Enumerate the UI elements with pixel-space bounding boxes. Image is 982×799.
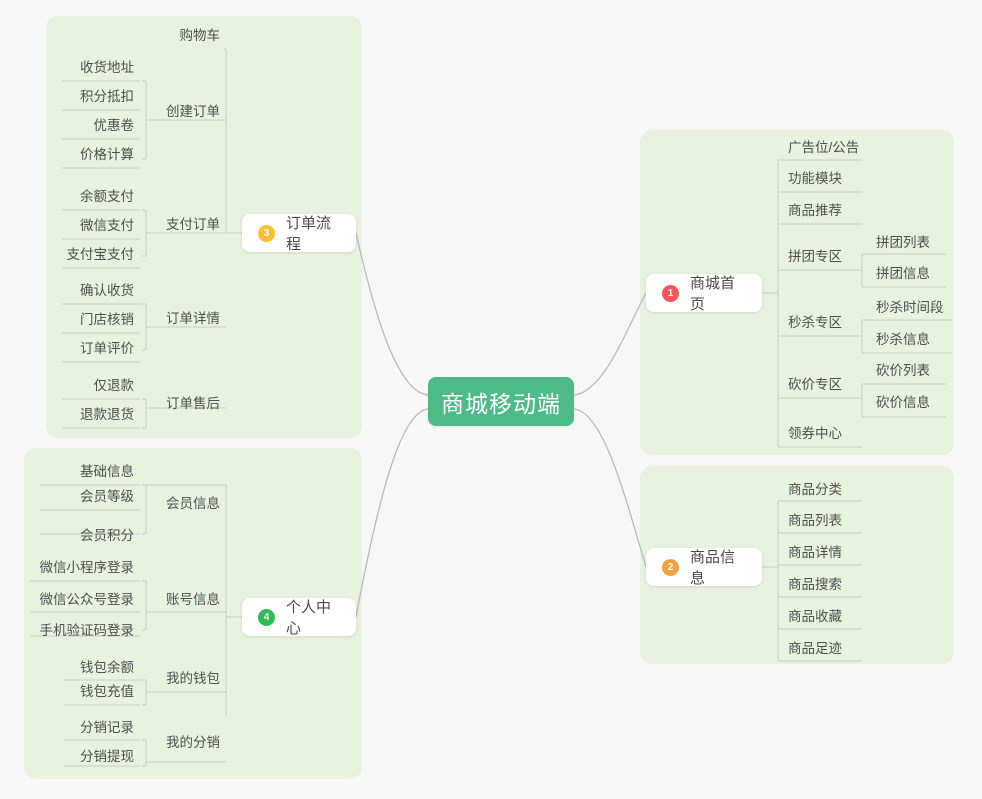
topic-group-buy-list[interactable]: 拼团列表 (876, 235, 930, 250)
branch-node-order[interactable]: 3 订单流程 (242, 214, 356, 253)
topic-price-calculation[interactable]: 价格计算 (80, 147, 134, 162)
topic-bargain-info[interactable]: 砍价信息 (876, 395, 930, 410)
topic-alipay-payment[interactable]: 支付宝支付 (66, 247, 135, 262)
badge-1-icon: 1 (662, 284, 679, 302)
topic-member-points[interactable]: 会员积分 (80, 528, 134, 543)
topic-bargain-zone[interactable]: 砍价专区 (788, 377, 842, 392)
badge-4-icon: 4 (258, 608, 275, 626)
topic-balance-payment[interactable]: 余额支付 (80, 189, 134, 204)
topic-bargain-list[interactable]: 砍价列表 (876, 363, 930, 378)
topic-distribution-withdraw[interactable]: 分销提现 (80, 749, 134, 764)
topic-wallet-recharge[interactable]: 钱包充值 (80, 684, 134, 699)
branch-node-order-label: 订单流程 (286, 215, 332, 253)
branch-node-user-label: 个人中心 (286, 599, 332, 637)
topic-wechat-official-login[interactable]: 微信公众号登录 (39, 592, 135, 607)
topic-order-aftersale[interactable]: 订单售后 (166, 396, 220, 411)
topic-seckill-timeslot[interactable]: 秒杀时间段 (876, 300, 944, 315)
topic-wechat-miniprogram-login[interactable]: 微信小程序登录 (39, 560, 135, 575)
topic-function-module[interactable]: 功能模块 (788, 171, 842, 186)
topic-pay-order[interactable]: 支付订单 (166, 217, 220, 232)
topic-sms-code-login[interactable]: 手机验证码登录 (39, 623, 135, 638)
branch-node-goods-label: 商品信息 (690, 549, 736, 587)
topic-ad-announcement[interactable]: 广告位/公告 (788, 140, 860, 155)
branch-node-home-label: 商城首页 (690, 275, 736, 313)
topic-product-category[interactable]: 商品分类 (788, 482, 842, 497)
badge-2-icon: 2 (662, 558, 679, 576)
topic-member-level[interactable]: 会员等级 (80, 489, 134, 504)
topic-seckill-info[interactable]: 秒杀信息 (876, 332, 930, 347)
topic-refund-only[interactable]: 仅退款 (93, 378, 135, 393)
root-node[interactable]: 商城移动端 (428, 377, 574, 426)
topic-coupon-center[interactable]: 领券中心 (788, 426, 842, 441)
topic-confirm-receipt[interactable]: 确认收货 (80, 283, 134, 298)
topic-member-info[interactable]: 会员信息 (166, 496, 220, 511)
topic-account-info[interactable]: 账号信息 (166, 592, 220, 607)
root-node-label: 商城移动端 (441, 390, 561, 417)
topic-order-detail[interactable]: 订单详情 (166, 311, 220, 326)
topic-product-favorite[interactable]: 商品收藏 (788, 609, 842, 624)
topic-wallet-balance[interactable]: 钱包余额 (80, 660, 134, 675)
topic-my-wallet[interactable]: 我的钱包 (166, 671, 220, 686)
topic-store-verification[interactable]: 门店核销 (80, 312, 134, 327)
topic-order-review[interactable]: 订单评价 (80, 341, 134, 356)
topic-product-detail[interactable]: 商品详情 (788, 545, 842, 560)
branch-node-home[interactable]: 1 商城首页 (646, 274, 762, 313)
topic-return-refund[interactable]: 退款退货 (80, 407, 134, 422)
branch-node-goods[interactable]: 2 商品信息 (646, 548, 762, 587)
topic-product-search[interactable]: 商品搜索 (788, 577, 842, 592)
topic-wechat-payment[interactable]: 微信支付 (80, 218, 134, 233)
topic-group-buy-zone[interactable]: 拼团专区 (788, 249, 842, 264)
topic-product-footprint[interactable]: 商品足迹 (788, 641, 842, 656)
topic-product-list[interactable]: 商品列表 (788, 513, 842, 528)
topic-points-deduction[interactable]: 积分抵扣 (80, 89, 134, 104)
topic-create-order[interactable]: 创建订单 (166, 104, 220, 119)
topic-coupon[interactable]: 优惠卷 (93, 118, 135, 133)
topic-seckill-zone[interactable]: 秒杀专区 (788, 315, 842, 330)
topic-cart[interactable]: 购物车 (179, 28, 221, 43)
badge-3-icon: 3 (258, 224, 275, 242)
topic-shipping-address[interactable]: 收货地址 (80, 60, 134, 75)
topic-product-recommend[interactable]: 商品推荐 (788, 203, 842, 218)
branch-node-user[interactable]: 4 个人中心 (242, 598, 356, 637)
topic-group-buy-info[interactable]: 拼团信息 (876, 266, 930, 281)
topic-my-distribution[interactable]: 我的分销 (166, 735, 220, 750)
topic-distribution-record[interactable]: 分销记录 (80, 720, 134, 735)
topic-basic-info[interactable]: 基础信息 (80, 464, 134, 479)
